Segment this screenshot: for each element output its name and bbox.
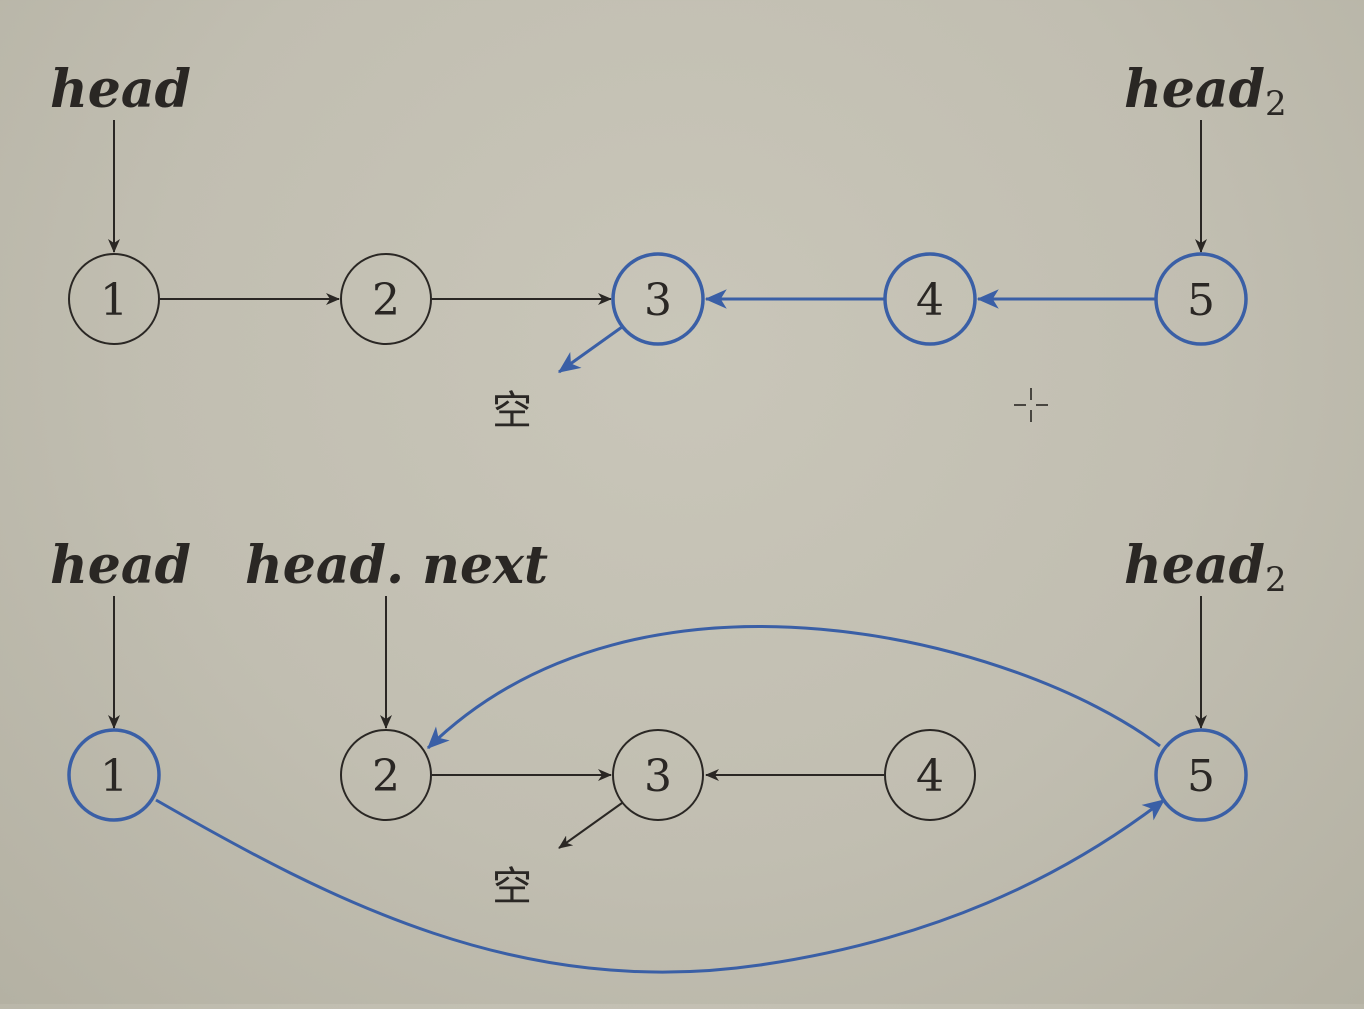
bottom-node-1-label: 1 [100, 751, 128, 802]
bottom-node-4: 4 [884, 729, 976, 821]
top-null-label: 空 [492, 388, 532, 434]
bottom-node-2-label: 2 [372, 751, 400, 802]
top-diagram: head head2 1 2 3 4 5 空 [50, 59, 1287, 434]
bottom-link-5-to-2-curve [426, 625, 1161, 750]
bottom-head-next-label: head. next [245, 535, 548, 596]
bottom-link-3-to-null [558, 802, 623, 849]
top-node-2: 2 [340, 253, 432, 345]
bottom-head2-subscript: 2 [1265, 560, 1287, 600]
crosshair-cursor-icon [1014, 388, 1048, 422]
top-node-5: 5 [1154, 252, 1248, 346]
bottom-null-label: 空 [492, 864, 532, 910]
top-head2-label: head2 [1124, 59, 1287, 124]
top-node-3-label: 3 [644, 275, 672, 326]
bottom-node-5-label: 5 [1187, 751, 1215, 802]
bottom-node-3: 3 [612, 729, 704, 821]
bottom-head2-base: head [1124, 535, 1265, 596]
top-node-2-label: 2 [372, 275, 400, 326]
bottom-link-1-to-5-curve [155, 798, 1165, 974]
bottom-node-1: 1 [67, 728, 161, 822]
bottom-head2-label: head2 [1124, 535, 1287, 600]
top-link-3-to-null [558, 325, 623, 374]
top-head-label: head [50, 59, 191, 120]
bottom-node-2: 2 [340, 729, 432, 821]
top-node-3: 3 [611, 252, 705, 346]
top-node-1-label: 1 [100, 275, 128, 326]
top-node-4: 4 [883, 252, 977, 346]
bottom-node-5: 5 [1154, 728, 1248, 822]
bottom-node-3-label: 3 [644, 751, 672, 802]
top-node-5-label: 5 [1187, 275, 1215, 326]
bottom-node-4-label: 4 [916, 751, 944, 802]
top-head2-base: head [1124, 59, 1265, 120]
bottom-diagram: head head. next head2 1 2 3 4 [50, 535, 1287, 974]
top-node-4-label: 4 [916, 275, 944, 326]
top-node-1: 1 [68, 253, 160, 345]
top-head2-subscript: 2 [1265, 84, 1287, 124]
bottom-head-label: head [50, 535, 191, 596]
